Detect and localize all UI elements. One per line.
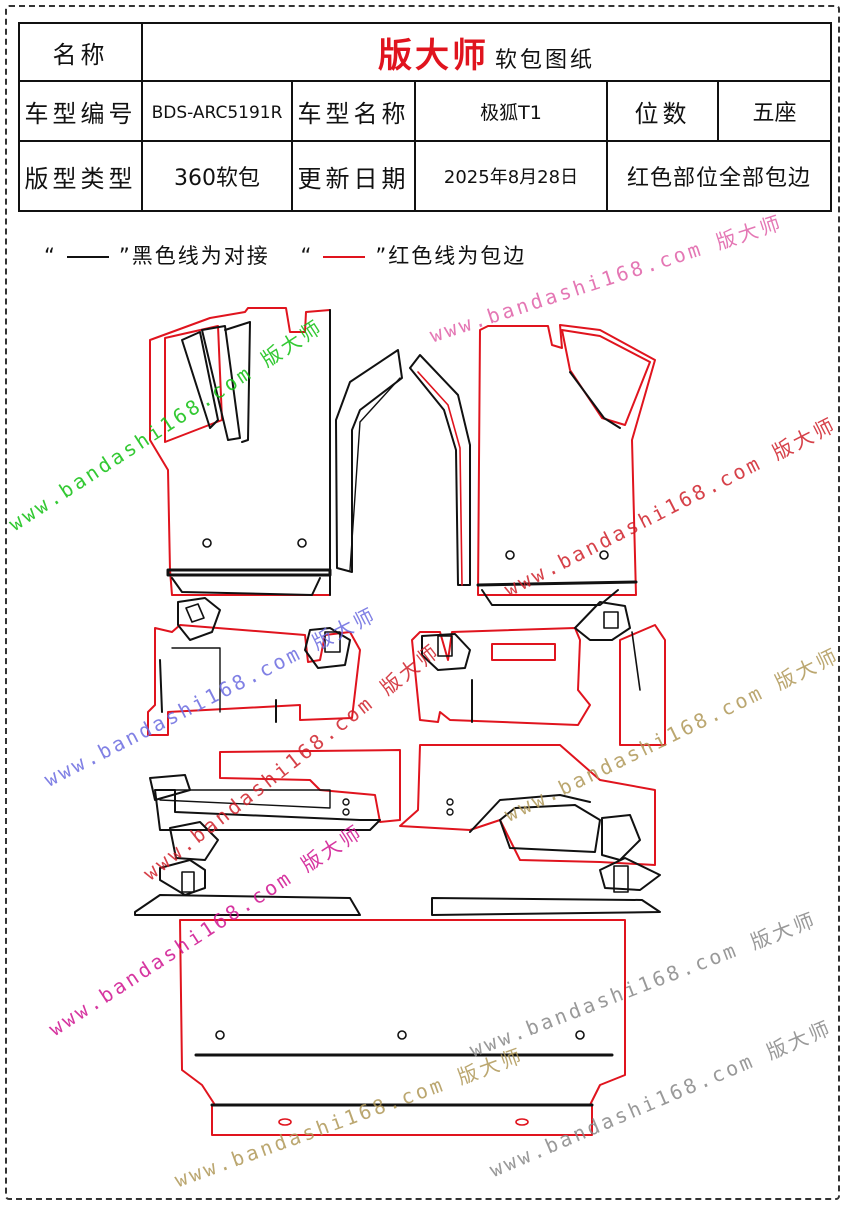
model-code-label-cell: 车型编号 [18,80,143,142]
front-right-mat [476,324,656,606]
red-line-desc: 红色线为包边 [388,244,527,268]
name-label: 名称 [52,40,109,69]
brand-title: 版大师 [378,35,489,76]
cargo-mat [179,919,626,1136]
rear-tunnel-mat [149,744,656,866]
update-date: 2025年8月28日 [443,167,579,188]
black-line-sample [66,256,109,258]
note-cell: 红色部位全部包边 [605,140,833,212]
binding-note: 红色部位全部包边 [627,166,812,191]
spec-table: 名称 版大师软包图纸 车型编号 BDS-ARC5191R 车型名称 极狐T1 位… [18,22,833,212]
red-line-sample [323,256,366,258]
legend-quote-close-2: ” [375,244,389,268]
legend-quote-close: ” [118,244,132,268]
front-right-sill [409,354,471,586]
rear-row-mats [134,857,661,916]
model-name-label-cell: 车型名称 [291,80,416,142]
model-name-cell: 极狐T1 [414,80,608,142]
model-code-label: 车型编号 [24,99,137,128]
front-left-sill [335,349,403,573]
legend-quote-open: “ [44,244,57,268]
model-code-cell: BDS-ARC5191R [141,80,293,142]
front-left-mat [149,307,332,596]
name-label-cell: 名称 [18,22,143,82]
pattern-type-cell: 360软包 [141,140,293,212]
second-row-right-mat [411,601,666,746]
model-code: BDS-ARC5191R [151,102,283,123]
seats-value: 五座 [752,101,797,126]
line-legend: “”黑色线为对接 “”红色线为包边 [44,240,526,270]
pattern-type: 360软包 [174,166,260,191]
seats-cell: 五座 [716,80,833,142]
brand-suffix: 软包图纸 [495,47,596,73]
page-border [5,5,840,1200]
pattern-type-label: 版型类型 [24,164,137,193]
update-date-cell: 2025年8月28日 [414,140,608,212]
title-cell: 版大师软包图纸 [140,22,833,82]
seats-label-cell: 位数 [606,80,719,142]
update-date-label: 更新日期 [297,164,410,193]
pattern-type-label-cell: 版型类型 [18,140,143,212]
black-line-desc: 黑色线为对接 [131,244,270,268]
model-name-label: 车型名称 [297,99,410,128]
legend-quote-open-2: “ [300,244,314,268]
model-name: 极狐T1 [480,101,542,124]
second-row-left-mat [147,597,361,736]
seats-label: 位数 [634,99,691,128]
update-date-label-cell: 更新日期 [291,140,416,212]
